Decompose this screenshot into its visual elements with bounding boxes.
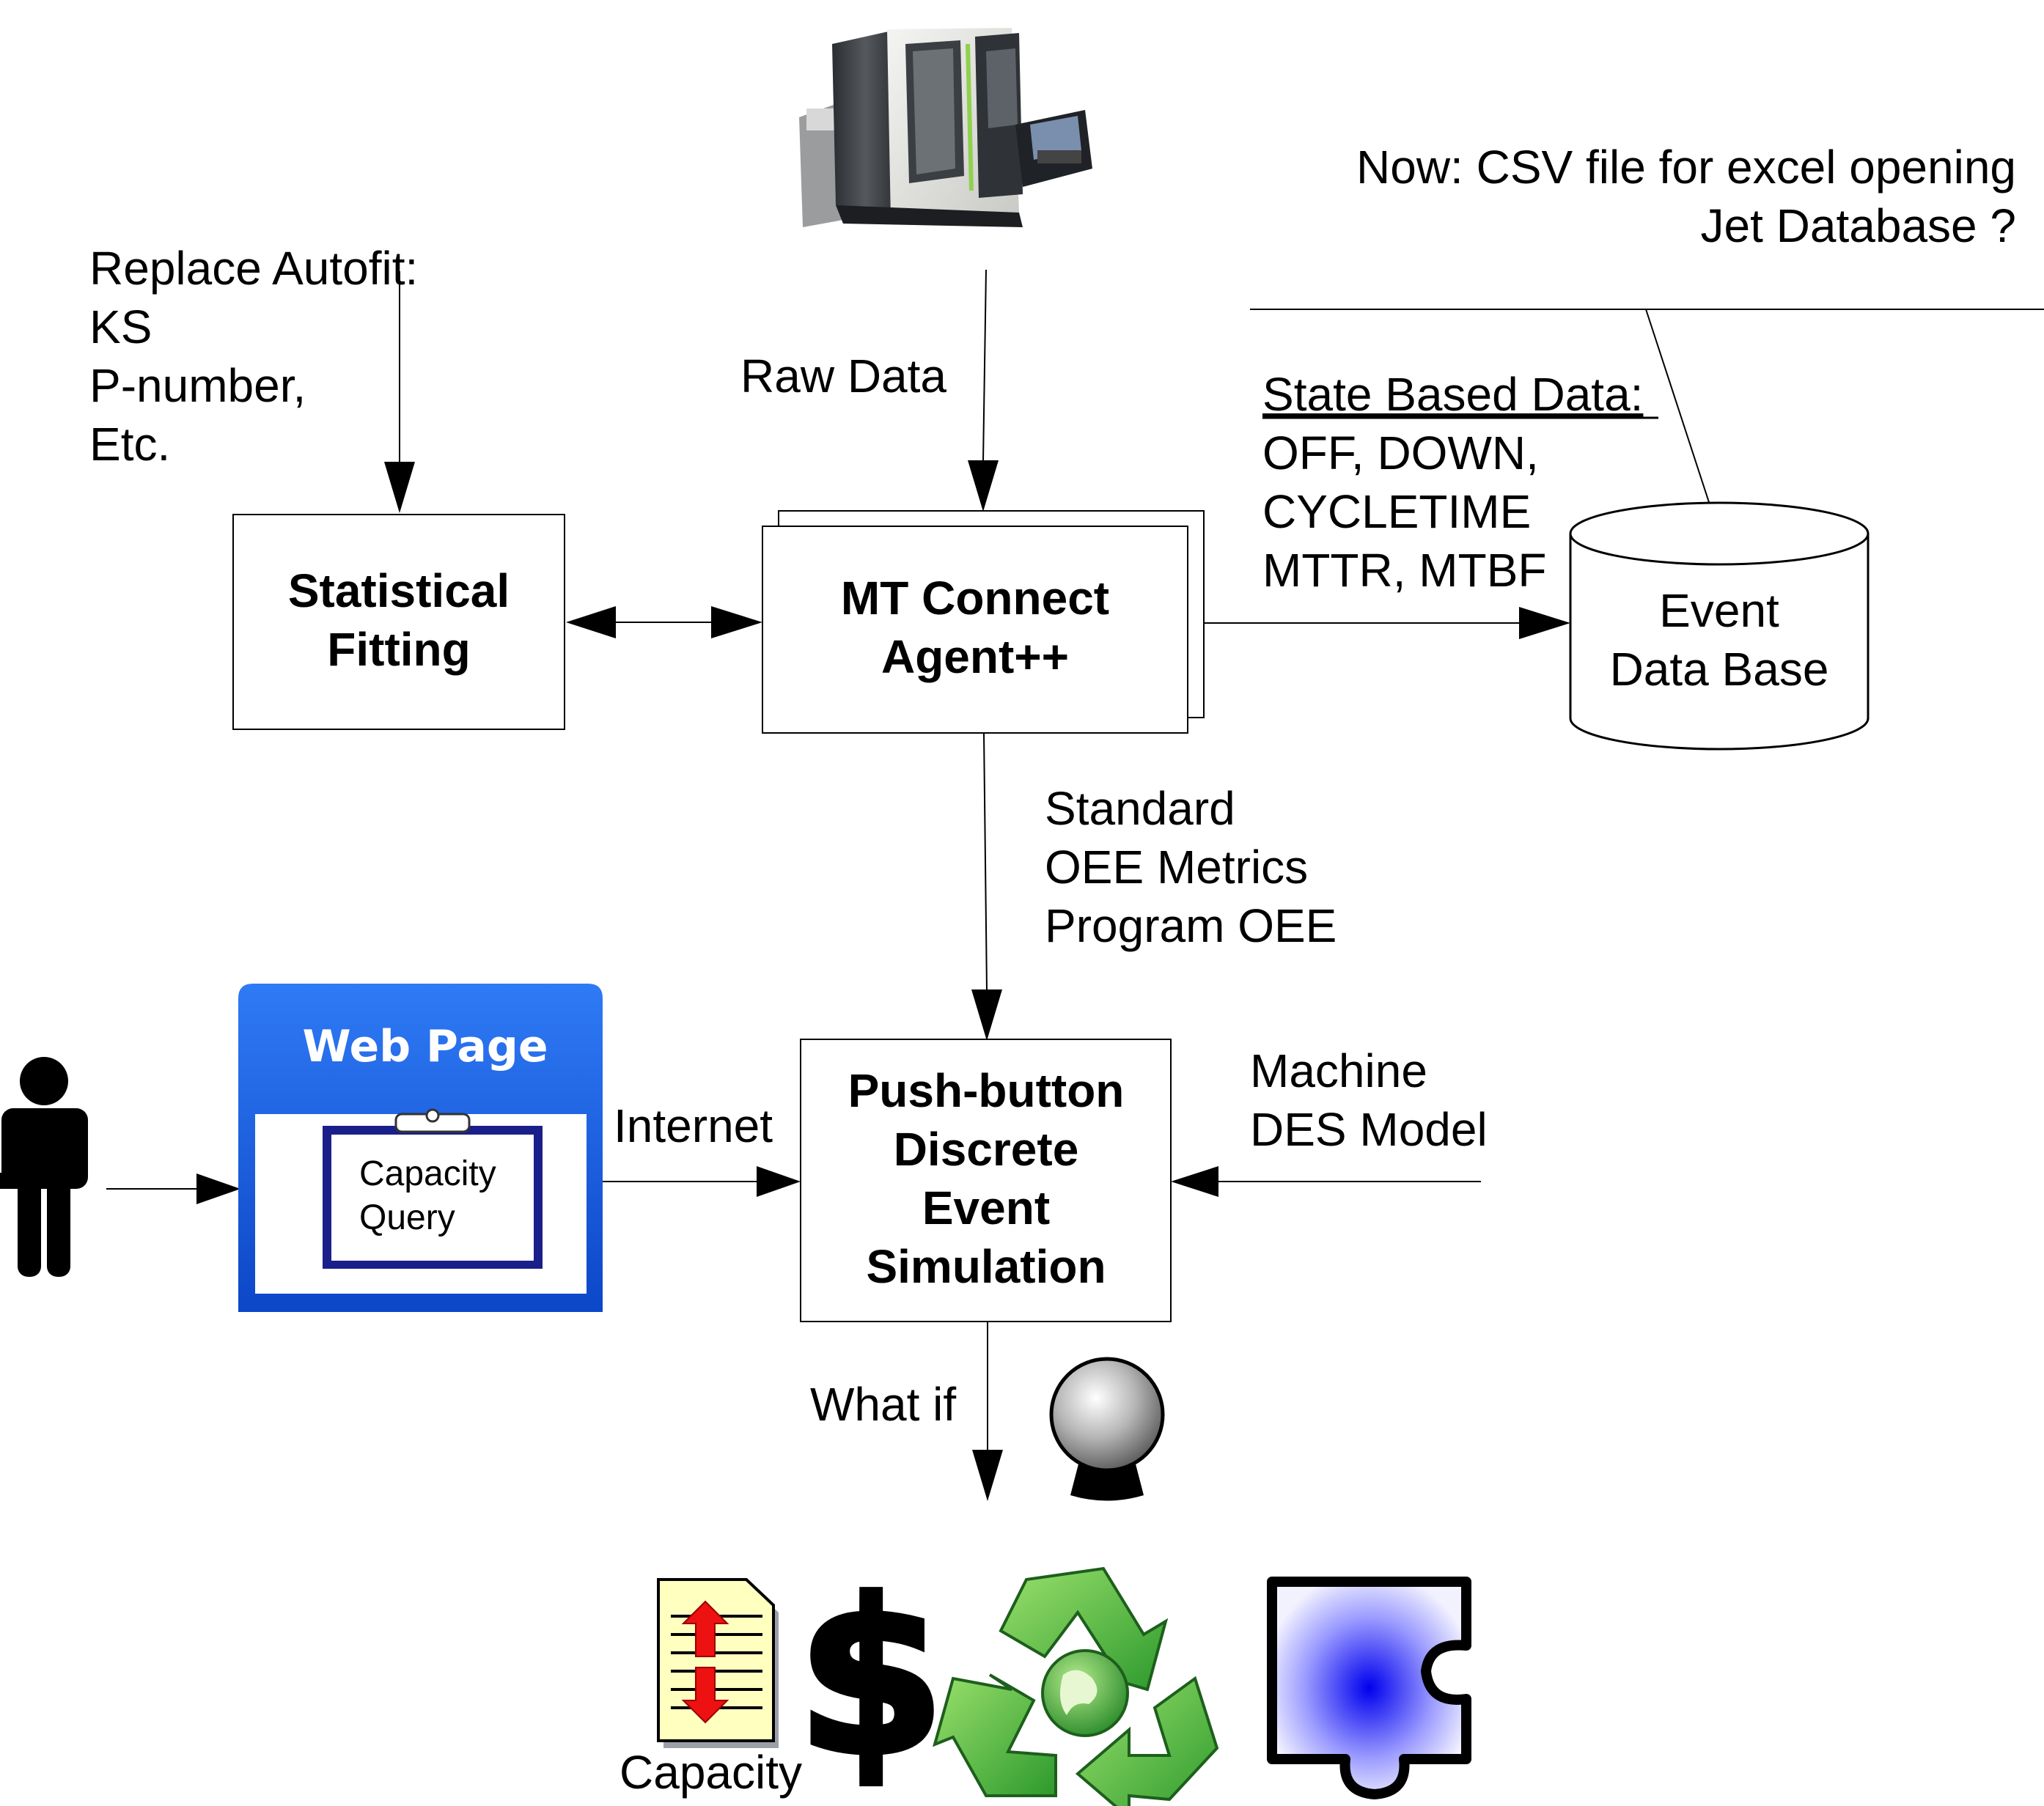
mtconnect-agent-line1: MT Connect	[841, 572, 1109, 624]
des-simulation-box: Push-button Discrete Event Simulation	[800, 1039, 1172, 1322]
autofit-arrowhead	[384, 462, 415, 513]
des-line2: Discrete	[894, 1123, 1079, 1176]
recycle-globe-icon	[932, 1566, 1219, 1806]
oee-metrics-line1: Standard	[1045, 782, 1235, 835]
des-line1: Push-button	[848, 1064, 1125, 1117]
state-data-line1: OFF, DOWN,	[1262, 427, 1539, 479]
autofit-note-line4: Etc.	[89, 418, 170, 471]
internet-label: Internet	[614, 1099, 773, 1152]
capacity-label: Capacity	[620, 1746, 802, 1799]
statistical-fitting-line1: Statistical	[288, 564, 510, 617]
puzzle-piece-icon	[1267, 1577, 1471, 1799]
what-if-label: What if	[810, 1378, 956, 1431]
statistical-fitting-box: Statistical Fitting	[232, 514, 565, 730]
event-database-line1: Event	[1659, 584, 1779, 637]
capacity-query-line1: Capacity	[359, 1154, 496, 1193]
crystal-ball-icon	[1049, 1357, 1165, 1501]
web-page-title: Web Page	[302, 1021, 548, 1072]
capacity-document-icon	[657, 1578, 779, 1748]
statistical-fitting-line2: Fitting	[327, 623, 470, 676]
person-arrowhead	[196, 1173, 240, 1204]
machine-note-line2: Jet Database ?	[1701, 199, 2017, 252]
des-line3: Event	[922, 1182, 1050, 1234]
agent-to-db-arrowhead	[1519, 607, 1570, 639]
web-page-panel[interactable]: Web Page Capacity Query	[238, 984, 603, 1312]
autofit-note-line3: P-number,	[89, 359, 306, 412]
event-database-line2: Data Base	[1610, 643, 1829, 696]
machine-note-line1: Now: CSV file for excel opening	[1356, 141, 2016, 194]
raw-data-arrow-shaft	[982, 269, 987, 462]
agent-to-des-arrow-shaft	[983, 732, 988, 992]
state-data-line3: MTTR, MTBF	[1262, 544, 1546, 597]
what-if-arrowhead	[972, 1450, 1003, 1501]
mtconnect-agent-box: MT Connect Agent++	[762, 510, 1205, 734]
autofit-note-line2: KS	[89, 301, 152, 353]
internet-arrowhead	[757, 1166, 801, 1197]
clipboard-icon	[323, 1108, 543, 1269]
note-pointer-line	[1645, 309, 1720, 534]
state-data-line2: CYCLETIME	[1262, 485, 1531, 538]
state-data-title: State Based Data:	[1262, 368, 1643, 421]
agent-to-des-arrowhead	[971, 989, 1002, 1041]
oee-metrics-line2: OEE Metrics	[1045, 841, 1308, 893]
agent-arrowhead-right	[711, 606, 762, 638]
cnc-machine-icon	[799, 28, 1092, 227]
fitting-arrowhead-left	[566, 606, 616, 638]
model-arrowhead	[1171, 1166, 1218, 1197]
event-database-cylinder: Event Data Base	[1569, 501, 1870, 751]
autofit-note-line1: Replace Autofit:	[89, 242, 418, 295]
machine-model-line2: DES Model	[1250, 1103, 1488, 1156]
person-icon	[0, 1057, 88, 1277]
raw-data-label: Raw Data	[740, 350, 946, 402]
dollar-sign-icon: $	[794, 1552, 949, 1806]
machine-model-line1: Machine	[1250, 1044, 1427, 1097]
oee-metrics-line3: Program OEE	[1045, 899, 1337, 952]
mtconnect-agent-line2: Agent++	[881, 630, 1069, 683]
capacity-query-line2: Query	[359, 1198, 455, 1237]
svg-text:$: $	[797, 1555, 945, 1802]
raw-data-arrowhead	[968, 460, 999, 512]
des-line4: Simulation	[866, 1240, 1106, 1293]
